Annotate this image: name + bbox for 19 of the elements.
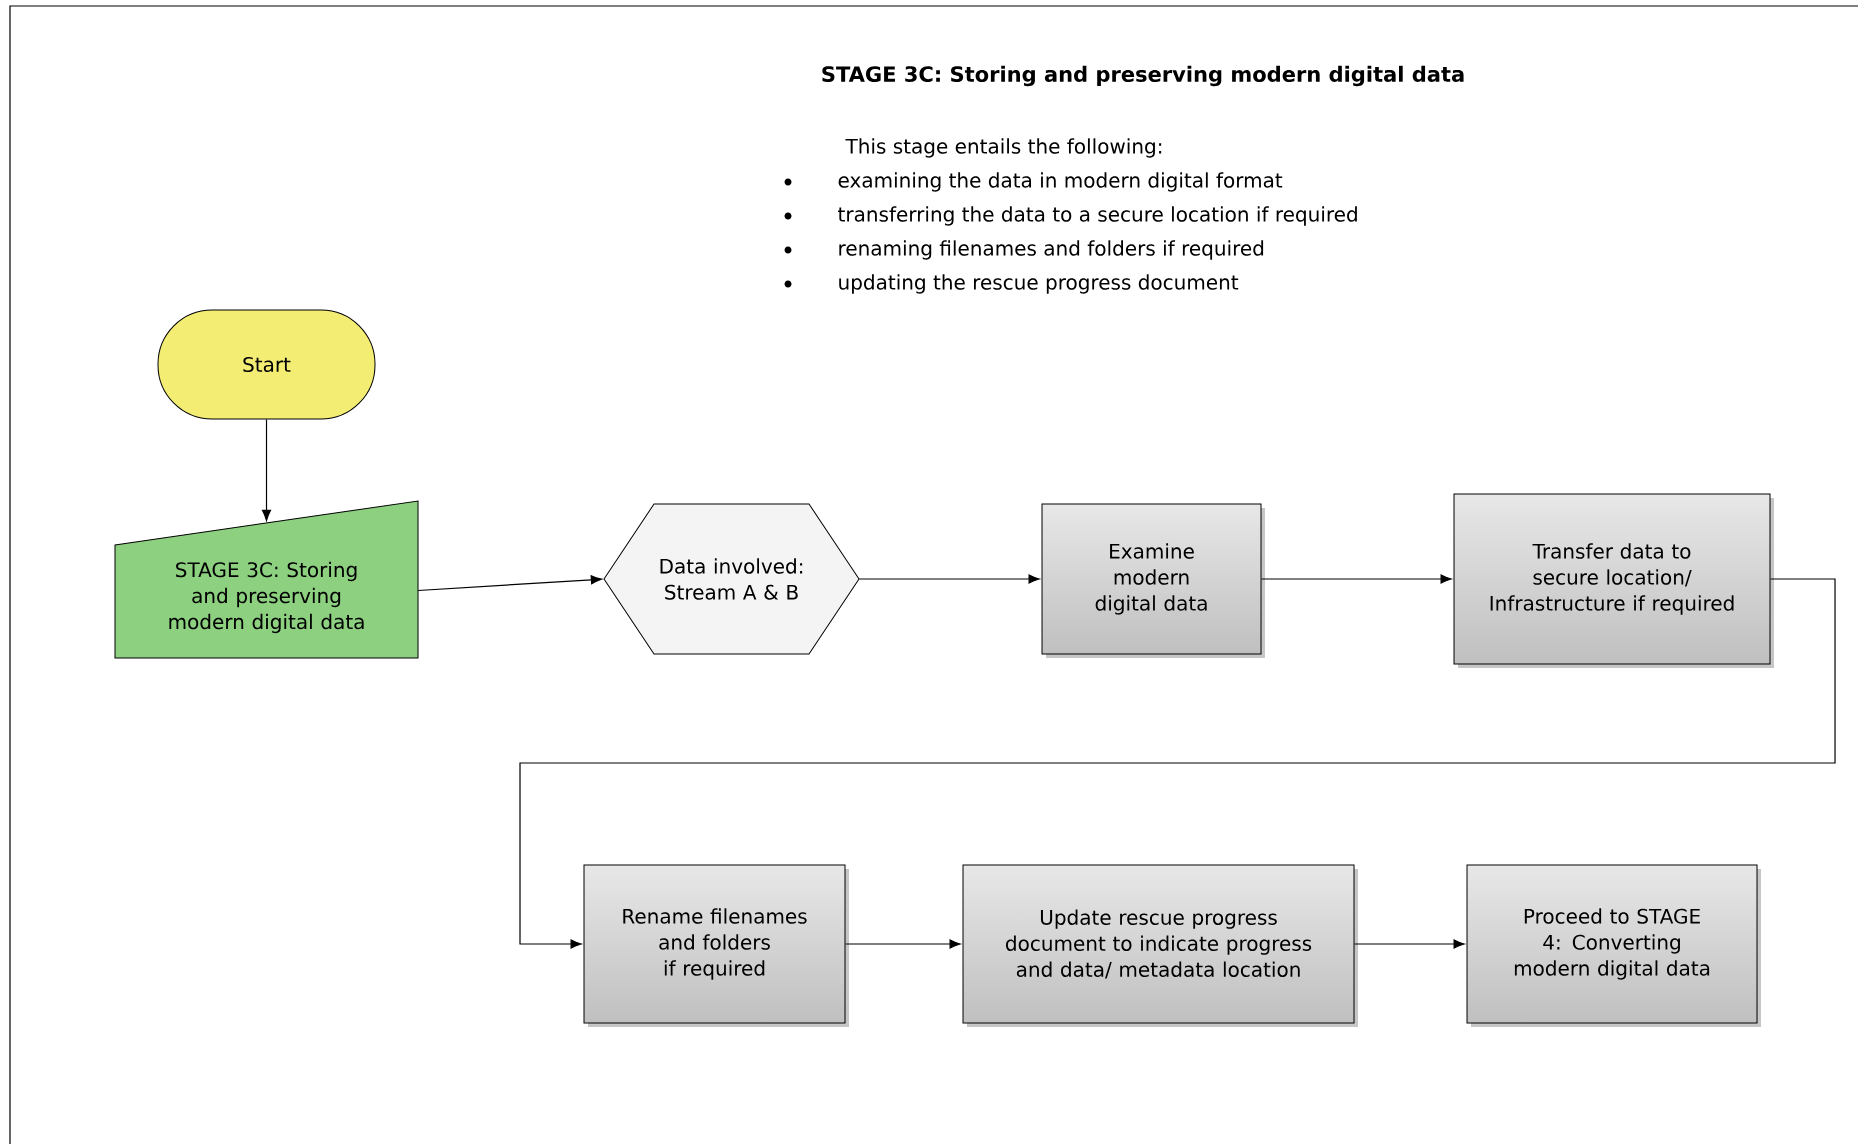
arrow [261, 418, 272, 521]
preparation-hexagon: Data involved: Stream A & B [603, 503, 860, 655]
bullet-text: updating the rescue progress document [839, 274, 1239, 294]
process-box: Update rescue progress document to indicate progress and data/ metadata location [962, 864, 1358, 1027]
bullet-text: examining the data in modern digital format [838, 172, 1283, 192]
arrow [844, 939, 961, 949]
arrow [519, 578, 1836, 949]
bullet-text: renaming filenames and folders if required [839, 240, 1264, 260]
bullet-text: transferring the data to a secure location if required [838, 206, 1357, 226]
arrow [1260, 574, 1452, 584]
arrow [1353, 939, 1465, 949]
process-box: Rename filenames and folders if required [583, 864, 849, 1027]
arrow [858, 574, 1040, 584]
process-box: Proceed to STAGE 4: Converting modern digital data [1466, 864, 1761, 1027]
title: STAGE 3C: Storing and preserving modern digital data [822, 65, 1464, 87]
intro-text: This stage entails the following: [845, 138, 1162, 158]
process-box: Examine modern digital data [1041, 503, 1265, 658]
process-box: Transfer data to secure location/ Infrastructure if required [1453, 493, 1774, 668]
arrow [417, 575, 602, 592]
